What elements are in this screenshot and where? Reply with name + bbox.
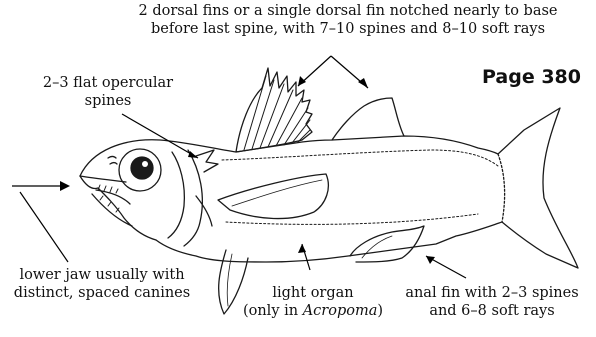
pectoral-fin — [218, 174, 328, 219]
light-organ-genus: Acropoma — [303, 303, 378, 319]
dorsal-spines — [244, 76, 310, 150]
anal-fin-label-line2: and 6–8 soft rays — [392, 302, 592, 320]
lower-jaw-label: lower jaw usually with distinct, spaced … — [2, 266, 202, 302]
caudal-fin — [498, 154, 505, 222]
light-organ-label-line2: (only in Acropoma) — [238, 302, 388, 320]
page-number: Page 380 — [482, 66, 581, 88]
light-organ-prefix: (only in — [243, 303, 303, 319]
upper-jaw — [80, 176, 126, 182]
light-organ-suffix: ) — [377, 303, 383, 319]
dorsal-fin-label-line2: before last spine, with 7–10 spines and … — [118, 20, 578, 38]
arrowhead-dorsal-2 — [358, 78, 368, 88]
opercular-spines — [196, 150, 218, 172]
arrowhead-light-organ — [298, 244, 306, 253]
light-organ-label-line1: light organ — [238, 284, 388, 302]
operculum — [168, 152, 184, 238]
lower-jaw-label-line1: lower jaw usually with — [2, 266, 202, 284]
body-outline — [80, 108, 578, 268]
anal-fin-label-line1: anal fin with 2–3 spines — [392, 284, 592, 302]
anal-fin — [350, 226, 424, 262]
opercular-spines-label: 2–3 flat opercular spines — [28, 74, 188, 110]
dorsal-fin-label: 2 dorsal fins or a single dorsal fin not… — [118, 2, 578, 38]
light-organ-label: light organ (only in Acropoma) — [238, 284, 388, 320]
opercular-spines-label-line1: 2–3 flat opercular — [28, 74, 188, 92]
lateral-line — [222, 150, 498, 166]
soft-dorsal-fin — [332, 98, 404, 140]
nostril — [108, 157, 117, 165]
lower-jaw-label-line2: distinct, spaced canines — [2, 284, 202, 302]
dorsal-fin-label-line1: 2 dorsal fins or a single dorsal fin not… — [118, 2, 578, 20]
head-outline — [80, 176, 156, 240]
arrowhead-dorsal-1 — [298, 76, 306, 86]
anal-fin-label: anal fin with 2–3 spines and 6–8 soft ra… — [392, 284, 592, 320]
pupil — [131, 157, 153, 179]
opercular-spines-label-line2: spines — [28, 92, 188, 110]
arrowhead-jaw — [60, 181, 70, 191]
